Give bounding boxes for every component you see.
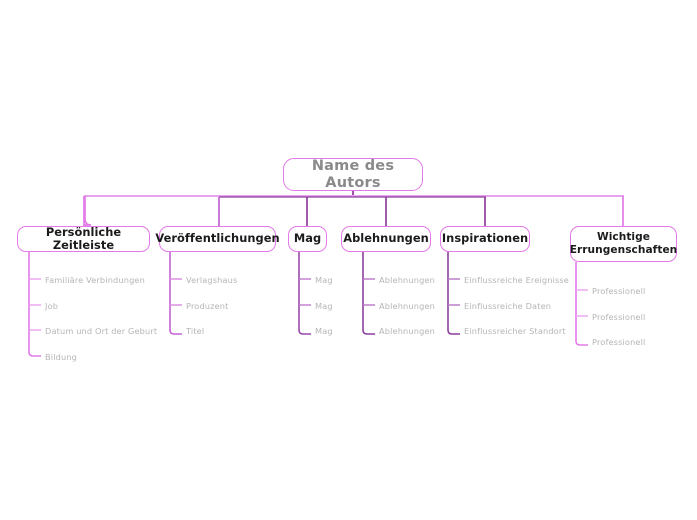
leaf-item[interactable]: Mag: [315, 326, 333, 336]
branch-node-persoenliche-zeitleiste[interactable]: Persönliche Zeitleiste: [17, 224, 150, 252]
leaf-item[interactable]: Professionell: [592, 312, 646, 322]
branch-node-label: Inspirationen: [441, 231, 529, 246]
leaf-spine-2: [169, 251, 182, 335]
leaf-item[interactable]: Einflussreicher Standort: [464, 326, 566, 336]
branch-node-label: Veröffentlichungen: [155, 231, 280, 246]
leaf-item[interactable]: Produzent: [186, 301, 229, 311]
leaf-item[interactable]: Einflussreiche Daten: [464, 301, 552, 311]
leaf-item[interactable]: Ablehnungen: [379, 275, 435, 285]
root-node-label: Name des Autors: [311, 157, 395, 191]
branch-node-label: Mag: [293, 231, 322, 246]
leaf-item[interactable]: Job: [45, 301, 59, 311]
leaf-item[interactable]: Titel: [186, 326, 205, 336]
branch-node-inspirationen[interactable]: Inspirationen: [440, 226, 530, 252]
leaf-spine-1: [28, 251, 41, 357]
root-node[interactable]: Name des Autors: [283, 158, 423, 191]
branch-node-mag[interactable]: Mag: [288, 226, 327, 252]
branch-node-label: Persönliche Zeitleiste: [45, 224, 122, 252]
leaf-item[interactable]: Professionell: [592, 337, 646, 347]
leaf-item[interactable]: Datum und Ort der Geburt: [45, 326, 158, 336]
leaf-spine-5: [447, 251, 460, 335]
drop-branch-1: [84, 196, 92, 226]
leaf-item[interactable]: Einflussreiche Ereignisse: [464, 275, 569, 285]
leaf-spine-6: [575, 262, 588, 346]
leaf-spine-3: [298, 251, 311, 335]
leaf-item[interactable]: Mag: [315, 301, 333, 311]
branch-node-veroeffentlichungen[interactable]: Veröffentlichungen: [155, 226, 280, 252]
leaf-item[interactable]: Professionell: [592, 286, 646, 296]
leaf-item[interactable]: Ablehnungen: [379, 301, 435, 311]
leaf-item[interactable]: Mag: [315, 275, 333, 285]
branch-node-wichtige-errungenschaften[interactable]: Wichtige Errungenschaften: [570, 226, 677, 262]
leaf-spine-4: [362, 251, 375, 335]
branch-node-ablehnungen[interactable]: Ablehnungen: [341, 226, 431, 252]
branch-node-label: Ablehnungen: [343, 231, 429, 246]
branch-node-label-line2: Errungenschaften: [569, 244, 678, 256]
leaf-item[interactable]: Ablehnungen: [379, 326, 435, 336]
leaf-item[interactable]: Bildung: [45, 352, 77, 362]
leaf-item[interactable]: Familiäre Verbindungen: [45, 275, 145, 285]
leaf-item[interactable]: Verlagshaus: [186, 275, 238, 285]
branch-node-label-line1: Wichtige: [596, 230, 650, 243]
